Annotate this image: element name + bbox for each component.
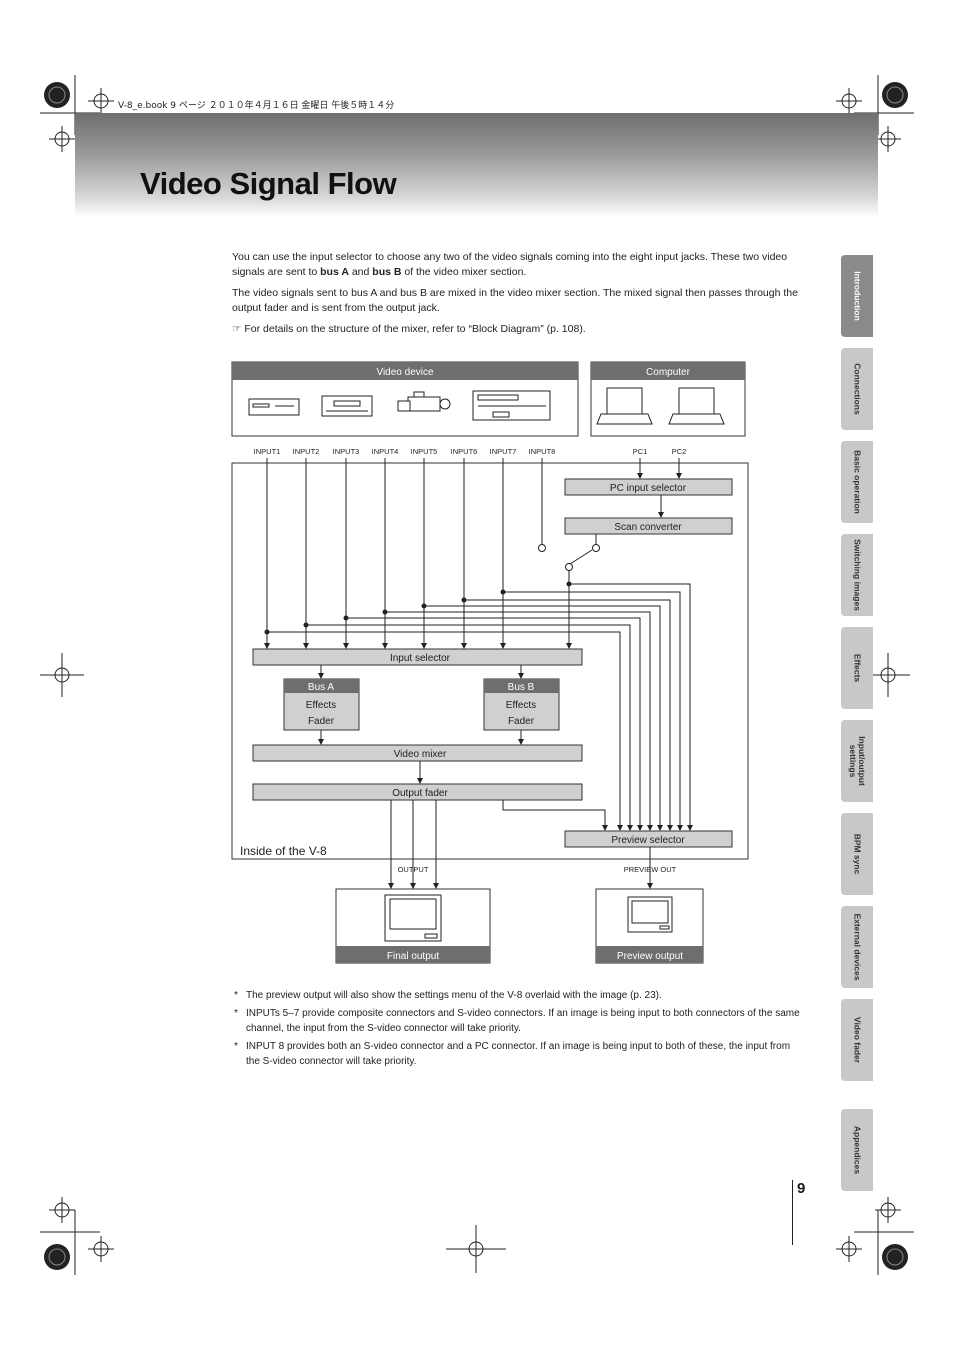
output-fader-block: [252, 783, 583, 801]
footnote: *INPUT 8 provides both an S-video connec…: [234, 1041, 791, 1067]
pc-input-label: PC1: [633, 447, 648, 456]
intro-paragraph-2: The video signals sent to bus A and bus …: [232, 287, 798, 314]
preview-output-label: Preview output: [617, 951, 683, 962]
preview-selector-label: Preview selector: [611, 835, 685, 846]
final-output-box: Final output: [335, 888, 491, 964]
input-label: INPUT2: [293, 447, 320, 456]
computer-box: Computer: [590, 361, 746, 437]
page-number: 9: [797, 1180, 806, 1197]
tab-introduction[interactable]: Introduction: [841, 255, 873, 337]
dvd-player-icon: [248, 398, 300, 416]
intro-paragraph-1: You can use the input selector to choose…: [232, 251, 788, 278]
header-band: [75, 113, 878, 217]
pc-input-label: PC2: [672, 447, 687, 456]
inside-v8-label: Inside of the V-8: [240, 844, 327, 858]
laptop-icon: [668, 387, 725, 425]
video-mixer-label: Video mixer: [394, 749, 447, 760]
pointing-hand-icon: ☞: [232, 323, 242, 335]
tab-external-devices[interactable]: External devices: [841, 906, 873, 988]
input-label: INPUT1: [254, 447, 281, 456]
effects-label: Effects: [306, 700, 336, 711]
intro-text: You can use the input selector to choose…: [232, 250, 802, 343]
monitor-icon: [384, 894, 442, 942]
monitor-icon: [627, 896, 673, 933]
preview-out-label: PREVIEW OUT: [624, 865, 677, 874]
bus-a-block: Bus A Effects Fader: [283, 678, 360, 731]
tab-effects[interactable]: Effects: [841, 627, 873, 709]
tab-switching-images[interactable]: Switching images: [841, 534, 873, 616]
input-selector-label: Input selector: [390, 653, 451, 664]
input-label: INPUT5: [411, 447, 438, 456]
laptop-icon: [596, 387, 653, 425]
video-device-box: Video device: [231, 361, 579, 437]
input-label: INPUT6: [451, 447, 478, 456]
camcorder-icon: [397, 391, 451, 412]
scan-converter-block: [564, 517, 733, 535]
preview-output-box: Preview output: [595, 888, 704, 964]
v8-inside-box: [231, 462, 749, 860]
footnote: *The preview output will also show the s…: [234, 990, 662, 1001]
input-label: INPUT3: [333, 447, 360, 456]
reference-note: ☞ For details on the structure of the mi…: [232, 323, 586, 335]
effects-label: Effects: [506, 700, 536, 711]
fader-label: Fader: [508, 716, 535, 727]
output-label: OUTPUT: [398, 865, 429, 874]
footnotes: *The preview output will also show the s…: [232, 988, 802, 1072]
video-mixer-block: [252, 744, 583, 762]
bus-a-label: Bus A: [308, 682, 334, 693]
scan-converter-label: Scan converter: [614, 522, 682, 533]
input-label: INPUT4: [372, 447, 399, 456]
page-title: Video Signal Flow: [140, 166, 397, 201]
recorder-deck-icon: [472, 390, 551, 421]
footnote: *INPUTs 5–7 provide composite connectors…: [234, 1008, 800, 1034]
tab-basic-operation[interactable]: Basic operation: [841, 441, 873, 523]
page-number-rule: [792, 1180, 793, 1245]
output-fader-label: Output fader: [392, 788, 448, 799]
final-output-label: Final output: [387, 951, 439, 962]
tab-appendices[interactable]: Appendices: [841, 1109, 873, 1191]
book-stamp: V-8_e.book 9 ページ ２０１０年４月１６日 金曜日 午後５時１４分: [118, 101, 395, 111]
tab-connections[interactable]: Connections: [841, 348, 873, 430]
tab-bpm-sync[interactable]: BPM sync: [841, 813, 873, 895]
bus-b-label: Bus B: [508, 682, 535, 693]
fader-label: Fader: [308, 716, 335, 727]
input-label: INPUT7: [490, 447, 517, 456]
input-label: INPUT8: [529, 447, 556, 456]
pc-input-selector-label: PC input selector: [610, 483, 687, 494]
video-device-label: Video device: [376, 367, 434, 378]
input-selector-block: [252, 648, 583, 666]
preview-selector-block: [564, 830, 733, 848]
tab-video-fader[interactable]: Video fader: [841, 999, 873, 1081]
pc-input-selector-block: [564, 478, 733, 496]
computer-label: Computer: [646, 367, 691, 378]
bus-b-block: Bus B Effects Fader: [483, 678, 560, 731]
vcr-icon: [321, 395, 373, 417]
tab-input-output-settings[interactable]: Input/output settings: [841, 720, 873, 802]
